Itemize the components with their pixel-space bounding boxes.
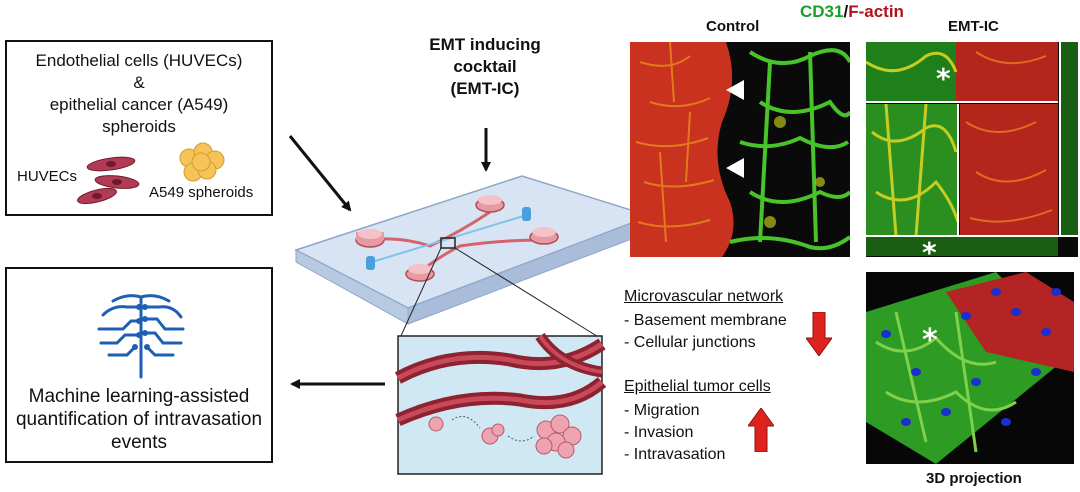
asterisk-marker: *	[936, 62, 951, 95]
tumor-item-1: - Migration	[624, 402, 700, 419]
ml-line-3: events	[111, 432, 167, 453]
increase-arrow-icon	[748, 408, 774, 452]
stain-factin: F-actin	[848, 2, 904, 21]
input-line-2: &	[133, 73, 145, 92]
stain-separator: /	[843, 2, 849, 21]
ml-box: Machine learning-assisted quantification…	[5, 267, 273, 463]
network-item-2: - Cellular junctions	[624, 334, 756, 351]
huvec-cells-icon	[77, 156, 140, 205]
huvec-label: HUVECs	[17, 168, 78, 185]
projection-label: 3D projection	[926, 470, 1022, 487]
input-line-1: Endothelial cells (HUVECs)	[35, 51, 243, 70]
a549-label: A549 spheroids	[149, 184, 254, 201]
arrowhead-marker	[726, 158, 744, 178]
zoom-inset	[394, 332, 607, 475]
emt-ic-image: * *	[866, 42, 1078, 257]
ml-line-1: Machine learning-assisted	[28, 386, 250, 407]
input-box: Endothelial cells (HUVECs) & epithelial …	[5, 40, 273, 216]
network-item-1: - Basement membrane	[624, 312, 787, 329]
control-label: Control	[706, 18, 760, 35]
ml-line-2: quantification of intravasation	[15, 409, 263, 430]
network-title: Microvascular network	[624, 288, 784, 305]
input-line-4: spheroids	[102, 117, 176, 136]
control-image	[630, 42, 850, 257]
tumor-item-3: - Intravasation	[624, 446, 726, 463]
asterisk-marker: *	[922, 323, 938, 358]
stain-cd31: CD31	[800, 2, 844, 21]
arrowhead-marker	[726, 80, 744, 100]
input-line-3: epithelial cancer (A549)	[49, 95, 229, 114]
brain-circuit-icon	[97, 294, 185, 379]
arrow-input-to-chip	[288, 135, 352, 212]
projection-image: *	[866, 272, 1074, 464]
emt-line-3: (EMT-IC)	[450, 79, 520, 98]
tumor-item-2: - Invasion	[624, 424, 694, 441]
emt-line-2: cocktail	[453, 57, 517, 76]
emt-ic-label: EMT-IC	[948, 18, 999, 35]
a549-spheroid-icon	[179, 142, 225, 182]
emt-line-1: EMT inducing	[429, 35, 541, 54]
asterisk-marker: *	[922, 236, 937, 257]
tumor-title: Epithelial tumor cells	[624, 378, 771, 395]
microfluidic-chip	[294, 175, 653, 339]
decrease-arrow-icon	[806, 312, 832, 356]
stain-legend: CD31/F-actin	[800, 2, 904, 22]
